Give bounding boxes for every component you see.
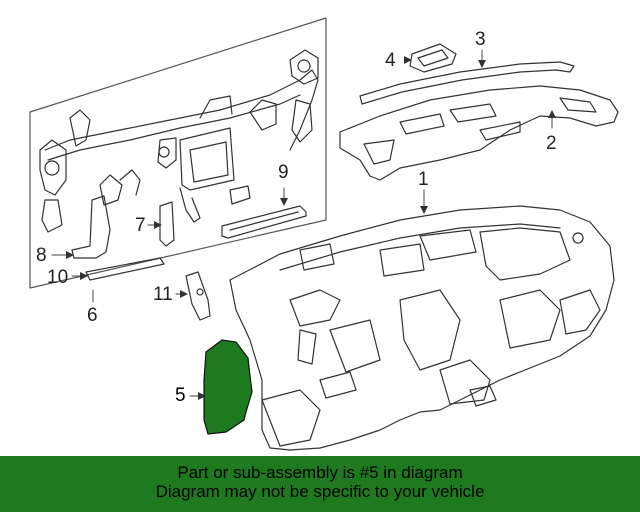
callout-9: 9 [278,162,289,183]
parts-diagram [29,17,619,451]
bracket-7 [159,201,175,247]
instrument-panel-1 [229,205,615,451]
callout-6: 6 [87,305,98,326]
callout-5: 5 [175,385,186,406]
strip-10 [85,257,165,281]
bracket-11 [185,271,211,321]
bracket-9 [221,205,307,239]
callout-7: 7 [135,215,146,236]
callout-2: 2 [546,133,557,154]
callout-8: 8 [36,245,47,266]
banner-line-1: Part or sub-assembly is #5 in diagram [177,463,463,482]
callout-4: 4 [385,50,396,71]
callout-10: 10 [47,267,69,288]
callout-1: 1 [418,169,429,190]
info-banner: Part or sub-assembly is #5 in diagram Di… [0,456,640,512]
cross-car-beam [39,49,319,233]
frame-panel [29,17,327,289]
banner-line-2: Diagram may not be specific to your vehi… [155,482,485,501]
callout-3: 3 [475,29,486,50]
bracket-8 [71,195,111,259]
weatherstrip-3 [359,61,575,105]
end-cap-part-5 [203,339,253,435]
upper-trim-2 [339,85,619,181]
callout-11: 11 [153,284,173,305]
grille-4 [409,43,457,73]
arrowheads [66,56,556,400]
